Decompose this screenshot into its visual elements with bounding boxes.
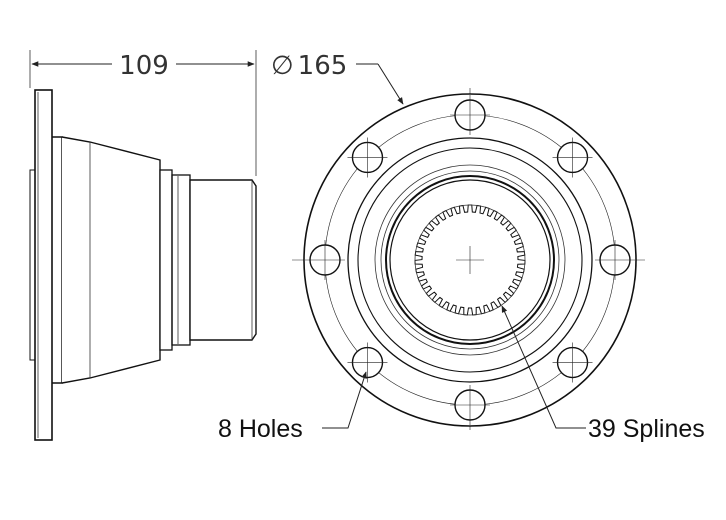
diameter-value: 165 <box>298 51 348 81</box>
bolt-holes <box>305 95 635 425</box>
side-view: 109 <box>29 50 257 441</box>
bolt-hole <box>450 385 490 425</box>
holes-leader <box>322 371 367 429</box>
splines-leader <box>501 305 586 429</box>
diameter-label: ∅165 <box>271 51 347 81</box>
side-hub-cone <box>52 136 63 384</box>
bolt-hole <box>305 240 345 280</box>
bolt-hole <box>552 137 593 178</box>
bolt-hole <box>595 240 635 280</box>
diameter-symbol: ∅ <box>271 51 294 81</box>
bolt-hole <box>552 342 593 383</box>
side-flange <box>34 89 53 441</box>
splines-callout: 39 Splines <box>588 415 705 443</box>
length-dimension-label: 109 <box>119 51 169 81</box>
bolt-hole <box>347 137 388 178</box>
front-view: ∅165 8 Holes 39 Splines <box>218 51 705 443</box>
bolt-hole <box>450 95 490 135</box>
side-pilot <box>189 179 257 341</box>
holes-callout: 8 Holes <box>218 415 303 443</box>
bolt-hole <box>347 342 388 383</box>
side-hub-step <box>159 169 173 351</box>
